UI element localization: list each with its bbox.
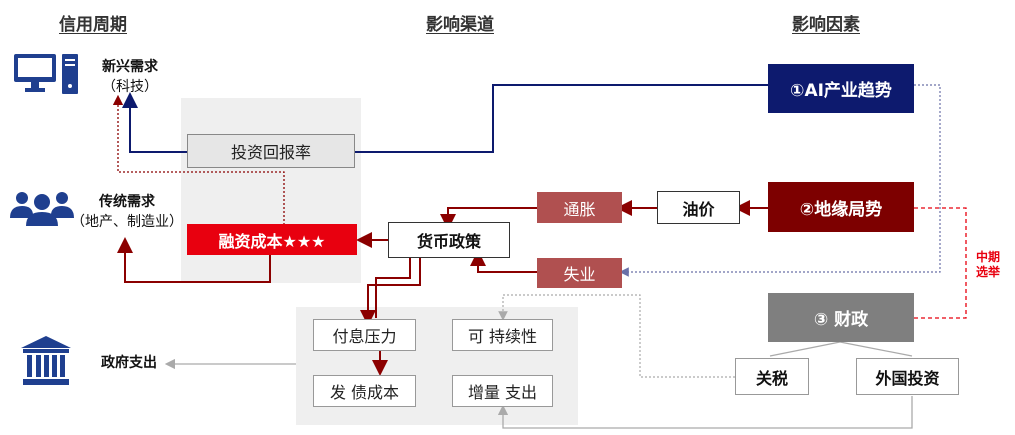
- inflation-box: 通胀: [537, 192, 622, 223]
- traditional-demand-title: 传统需求: [99, 194, 155, 210]
- midterm-election-label: 中期 选举: [975, 250, 1000, 279]
- emerging-demand-sub: （科技）: [102, 79, 158, 95]
- foreign-investment-box: 外国投资: [856, 358, 959, 395]
- financing-cost-box: 融资成本★★★: [187, 224, 357, 255]
- bank-icon: [21, 336, 71, 385]
- oil-price-box: 油价: [657, 191, 740, 224]
- roi-box: 投资回报率: [187, 134, 355, 168]
- fiscal-box: ③ 财政: [768, 293, 914, 342]
- issuance-cost-box: 发 债成本: [313, 375, 416, 407]
- geopolitics-box: ②地缘局势: [768, 182, 914, 232]
- people-icon: [10, 192, 74, 226]
- computer-icon: [14, 54, 78, 94]
- header-channels: 影响渠道: [426, 15, 494, 35]
- tariff-box: 关税: [735, 358, 809, 395]
- interest-pressure-box: 付息压力: [313, 319, 416, 351]
- traditional-demand-sub: （地产、制造业）: [71, 214, 183, 230]
- emerging-demand-title: 新兴需求: [102, 59, 158, 75]
- ai-trend-box: ①AI产业趋势: [768, 64, 914, 113]
- header-factors: 影响因素: [792, 15, 860, 35]
- monetary-policy-box: 货币政策: [388, 222, 510, 258]
- incremental-spending-box: 增量 支出: [452, 375, 553, 407]
- gov-spending-label: 政府支出: [101, 355, 157, 371]
- sustainability-box: 可 持续性: [452, 319, 553, 351]
- unemployment-box: 失业: [537, 258, 622, 288]
- header-credit-cycle: 信用周期: [59, 15, 127, 35]
